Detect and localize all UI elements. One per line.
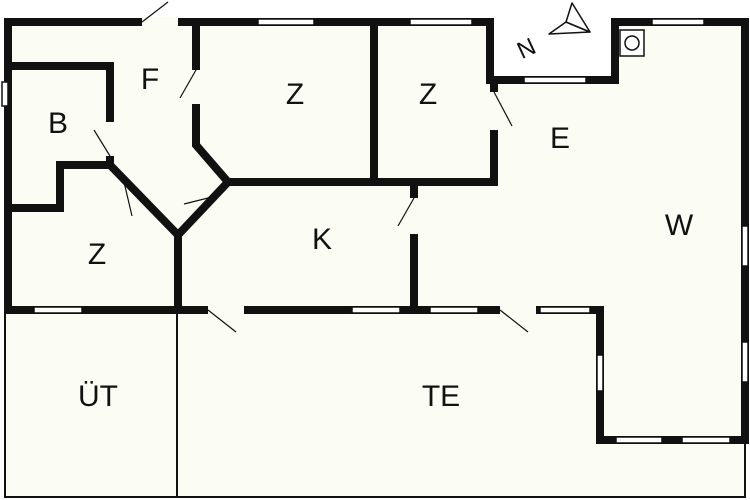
window (651, 18, 705, 26)
door-swing (123, 181, 133, 217)
door-opening (409, 198, 419, 234)
room-label-te: TE (422, 380, 460, 413)
room-labels: F B Z Z Z E W K ÜT TE (48, 63, 694, 413)
window (539, 306, 591, 314)
door-swing (179, 69, 197, 99)
window (596, 354, 604, 392)
window (741, 341, 749, 383)
window (523, 76, 587, 84)
door-opening (105, 122, 115, 156)
room-label-z-left: Z (88, 238, 106, 271)
door-opening (500, 305, 536, 315)
door-swing (499, 309, 529, 333)
compass-north-label: N (513, 33, 540, 65)
window (257, 18, 315, 26)
door-swing (141, 1, 169, 23)
door-opening (142, 17, 178, 27)
window (1, 81, 9, 107)
window (409, 18, 473, 26)
door-swing (493, 91, 513, 127)
room-label-f: F (141, 63, 159, 96)
window (741, 225, 749, 267)
door-swing (93, 129, 111, 157)
door-swing (183, 195, 217, 205)
doors (93, 1, 536, 333)
window (615, 436, 663, 444)
room-label-k: K (312, 223, 332, 256)
room-label-w: W (665, 209, 694, 242)
room-label-z-right: Z (419, 78, 437, 111)
window (33, 306, 83, 314)
windows (1, 18, 749, 444)
room-label-ut: ÜT (78, 380, 118, 413)
door-opening (191, 70, 201, 104)
window (681, 436, 731, 444)
north-arrow-icon (548, 2, 591, 35)
door-swing (397, 197, 415, 227)
outdoor-outlines (4, 312, 746, 498)
room-label-b: B (48, 107, 68, 140)
door-swing (207, 309, 237, 333)
window (429, 306, 479, 314)
terrace-floor (5, 312, 745, 497)
room-label-z-middle: Z (286, 78, 304, 111)
door-opening (489, 92, 499, 130)
door-opening (208, 305, 244, 315)
window (351, 306, 401, 314)
stove-icon (619, 29, 645, 57)
room-label-e: E (550, 122, 570, 155)
